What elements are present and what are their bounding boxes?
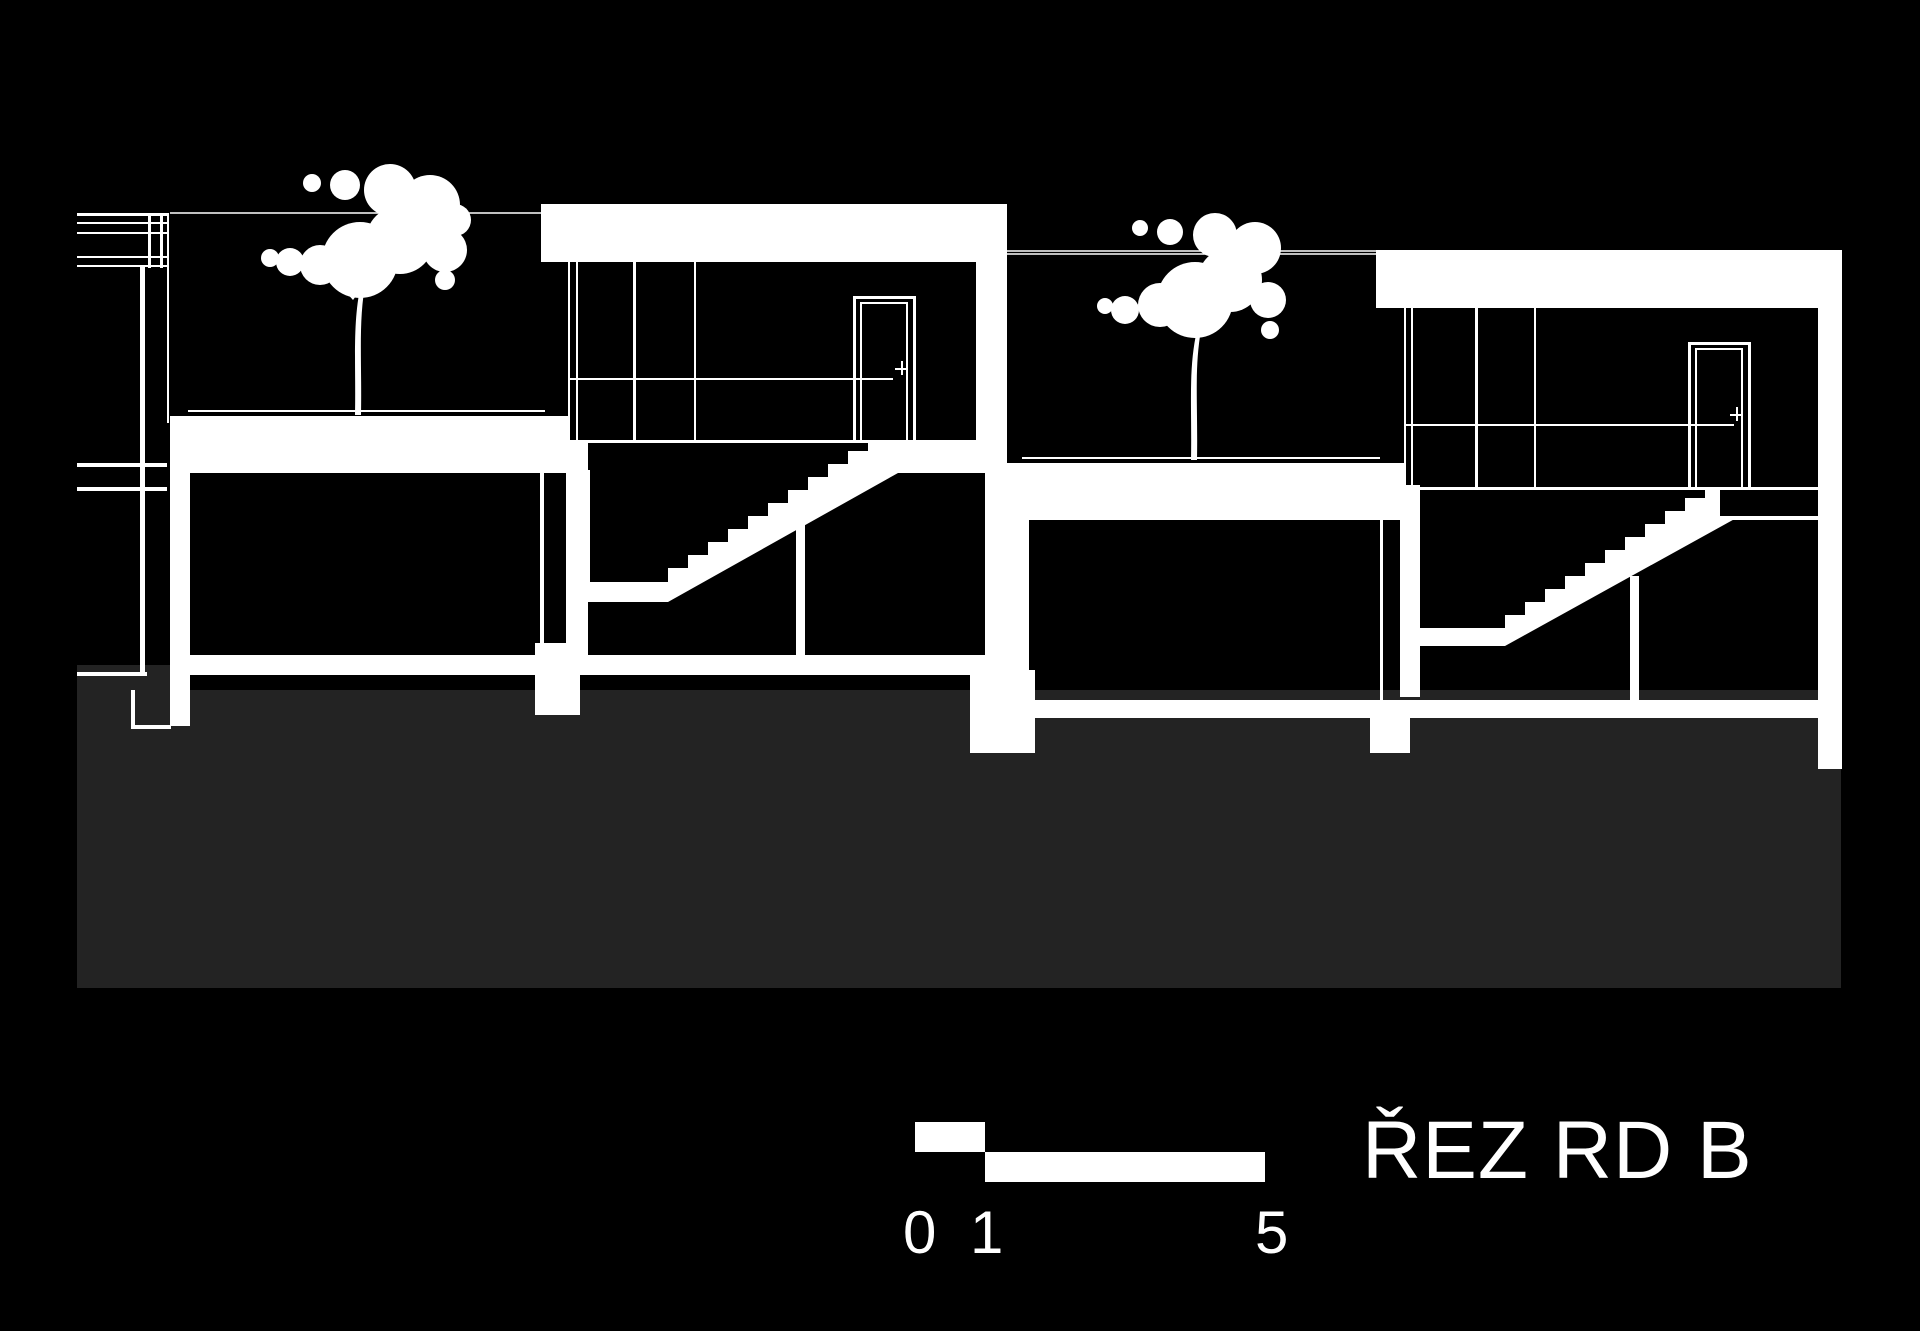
ground-step-left (77, 665, 177, 695)
unit-2-terrace-block (1005, 463, 1410, 753)
adjacent-building (77, 213, 171, 729)
scale-bar-segment-0-1 (915, 1122, 985, 1152)
ground-fill (77, 690, 1841, 988)
unit-2-main-block (1376, 250, 1842, 769)
staircase-unit-2 (1505, 489, 1740, 646)
scale-label-1: 1 (970, 1199, 1004, 1266)
scale-bar-segment-1-5 (985, 1152, 1265, 1182)
scale-label-5: 5 (1255, 1199, 1289, 1266)
scale-label-0: 0 (903, 1199, 937, 1266)
tree-icon (1097, 213, 1286, 460)
door-icon (1688, 342, 1751, 489)
drawing-title: ŘEZ RD B (1362, 1105, 1753, 1196)
staircase-unit-1 (668, 443, 898, 602)
scale-bar (915, 1122, 1265, 1182)
door-icon (853, 296, 916, 443)
reference-lines (170, 212, 1376, 255)
unit-1-main-block (541, 204, 1035, 753)
unit-1-terrace-block (170, 416, 580, 726)
railings (188, 410, 1380, 459)
tree-icon (261, 164, 471, 415)
